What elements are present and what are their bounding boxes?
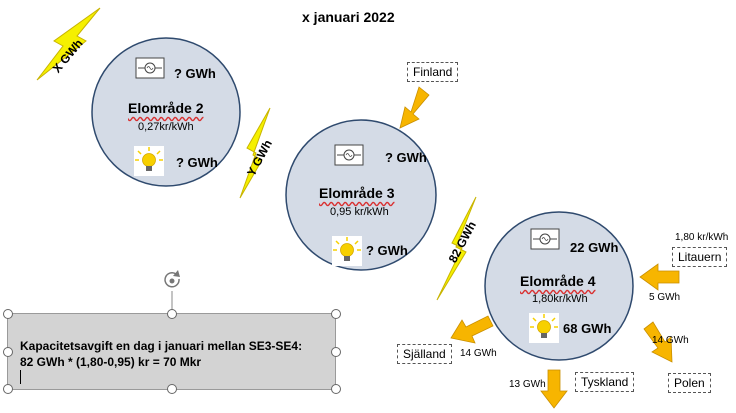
zone-4-production: 22 GWh (570, 240, 619, 255)
resize-handle-b[interactable] (167, 384, 177, 394)
resize-handle-r[interactable] (331, 347, 341, 357)
generator-icon-zone3 (334, 144, 364, 166)
bolt-y-icon (239, 107, 271, 199)
rotate-handle-icon[interactable] (164, 270, 180, 288)
generator-icon-zone2 (135, 57, 165, 79)
zone-4-name: Elområde 4 (520, 273, 596, 289)
zone-3-circle (285, 119, 437, 271)
bolt-82-icon (436, 196, 477, 301)
litauen-label: Litauern (672, 247, 728, 267)
zone-2-circle (91, 37, 241, 187)
resize-handle-t[interactable] (167, 309, 177, 319)
zone-4-circle (484, 211, 634, 361)
zone-3-production: ? GWh (385, 150, 427, 165)
sjalland-flow: 14 GWh (460, 348, 497, 359)
page-title: x januari 2022 (302, 9, 395, 25)
resize-handle-l[interactable] (3, 347, 13, 357)
tyskland-label: Tyskland (575, 372, 635, 392)
zone-2-price: 0,27kr/kWh (138, 121, 194, 133)
zone-4-consumption: 68 GWh (563, 321, 612, 336)
tyskland-flow: 13 GWh (509, 379, 546, 390)
finland-label: Finland (407, 62, 459, 82)
sjalland-label: Själland (397, 344, 452, 364)
zone-2-production: ? GWh (174, 66, 216, 81)
arrow-sjalland-icon (450, 315, 494, 344)
bulb-icon-zone3 (332, 236, 362, 266)
arrow-polen-icon (643, 321, 673, 363)
bolt-x-icon (36, 7, 101, 81)
resize-handle-br[interactable] (331, 384, 341, 394)
note-line-1: Kapacitetsavgift en dag i januari mellan… (20, 339, 303, 353)
resize-handle-bl[interactable] (3, 384, 13, 394)
zone-2-consumption: ? GWh (176, 155, 218, 170)
note-line-2: 82 GWh * (1,80-0,95) kr = 70 Mkr (20, 355, 202, 369)
generator-icon-zone4 (530, 228, 560, 250)
resize-handle-tl[interactable] (3, 309, 13, 319)
litauen-price: 1,80 kr/kWh (675, 232, 729, 243)
arrow-tyskland-icon (540, 369, 568, 409)
arrow-litauen-icon (639, 263, 680, 291)
zone-3-consumption: ? GWh (366, 243, 408, 258)
resize-handle-tr[interactable] (331, 309, 341, 319)
text-cursor (20, 370, 21, 384)
zone-3-price: 0,95 kr/kWh (330, 206, 389, 218)
litauen-flow: 5 GWh (649, 292, 681, 303)
polen-flow: 14 GWh (652, 335, 689, 346)
zone-3-name: Elområde 3 (319, 185, 395, 201)
bulb-icon-zone4 (529, 313, 559, 343)
polen-label: Polen (668, 373, 711, 393)
zone-4-price: 1,80kr/kWh (532, 293, 588, 305)
bulb-icon-zone2 (134, 146, 164, 176)
capacity-note-textbox[interactable]: Kapacitetsavgift en dag i januari mellan… (7, 313, 336, 390)
zone-2-name: Elområde 2 (128, 100, 204, 116)
arrow-finland-icon (399, 86, 430, 129)
